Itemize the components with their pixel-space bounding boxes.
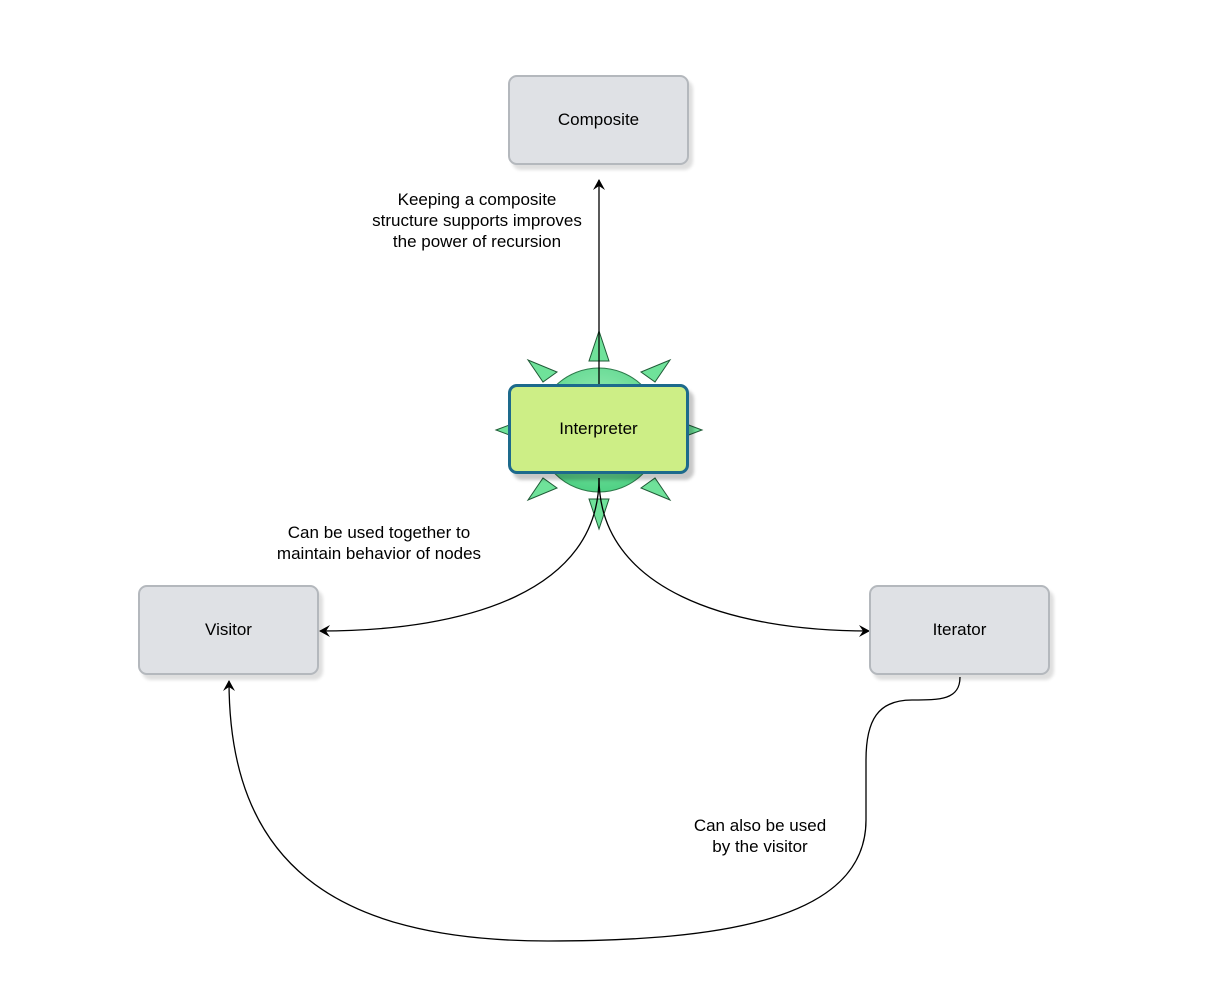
edge-iterator-to-visitor[interactable] xyxy=(223,676,961,942)
sun-ray-bottom-left xyxy=(526,477,559,502)
node-interpreter-label: Interpreter xyxy=(559,419,638,438)
node-composite-label: Composite xyxy=(557,110,640,129)
sun-ray-bottom-right xyxy=(639,477,672,502)
node-composite[interactable]: Composite xyxy=(508,75,689,165)
edge-label-visitor: Can be used together to maintain behavio… xyxy=(254,522,504,564)
node-interpreter[interactable]: Interpreter xyxy=(508,384,689,474)
edge-label-composite-line-1: Keeping a composite xyxy=(397,190,557,209)
edge-label-composite: Keeping a composite structure supports i… xyxy=(352,189,602,252)
edge-interpreter-to-visitor[interactable] xyxy=(319,477,600,637)
node-iterator-label: Iterator xyxy=(932,620,987,639)
edge-label-visitor-line-1: Can be used together to xyxy=(287,523,471,542)
edge-label-visitor-line-2: maintain behavior of nodes xyxy=(276,544,482,563)
node-visitor-label: Visitor xyxy=(205,620,252,639)
edge-label-iterator: Can also be used by the visitor xyxy=(670,815,850,857)
sun-ray-bottom xyxy=(588,498,610,531)
sun-ray-top-right xyxy=(639,358,672,383)
node-iterator[interactable]: Iterator xyxy=(869,585,1050,675)
edge-interpreter-to-iterator[interactable] xyxy=(598,477,870,637)
node-visitor[interactable]: Visitor xyxy=(138,585,319,675)
edge-label-iterator-line-2: by the visitor xyxy=(712,837,808,856)
edge-label-composite-line-3: the power of recursion xyxy=(392,232,562,251)
edge-label-composite-line-2: structure supports improves xyxy=(372,211,582,230)
edge-label-iterator-line-1: Can also be used xyxy=(693,816,827,835)
sun-ray-top-left xyxy=(526,358,559,383)
